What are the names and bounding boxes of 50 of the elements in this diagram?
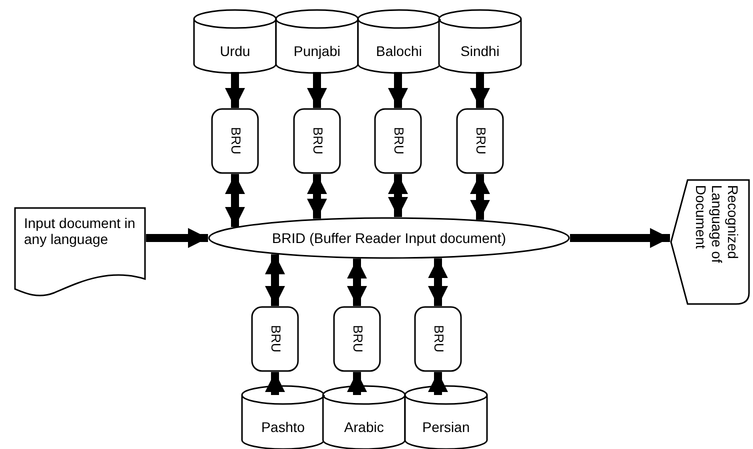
database-cylinder	[357, 10, 441, 73]
process-box	[333, 306, 381, 372]
node-label: Balochi	[376, 42, 422, 59]
arrow	[428, 258, 448, 306]
arrow	[347, 372, 367, 395]
node-label: Persian	[422, 418, 470, 435]
node-label: Arabic	[344, 418, 384, 435]
node-label: Urdu	[220, 42, 250, 59]
node-label: Recognized Language of Document	[692, 185, 742, 265]
arrow	[388, 174, 408, 218]
process-box	[293, 108, 341, 174]
arrow	[265, 372, 285, 395]
arrow	[428, 372, 448, 395]
database-cylinder	[438, 10, 522, 73]
arrow	[307, 174, 327, 219]
node-label: BRU	[430, 325, 446, 353]
node-label: BRU	[310, 127, 324, 155]
database-cylinder	[275, 10, 359, 73]
arrow	[265, 254, 285, 306]
node-label: BRU	[228, 127, 242, 155]
arrow	[470, 72, 490, 108]
database-cylinder	[404, 386, 488, 449]
process-box	[251, 306, 299, 372]
node-label: BRU	[350, 325, 364, 353]
node-label: BRU	[390, 127, 406, 155]
database-cylinder	[322, 386, 406, 449]
node-label: BRID (Buffer Reader Input document)	[272, 230, 506, 246]
node-label: BRU	[472, 127, 488, 155]
arrow	[470, 174, 490, 220]
arrow	[307, 72, 327, 108]
process-box	[374, 108, 422, 174]
node-label: BRU	[268, 325, 282, 353]
arrow	[225, 174, 245, 227]
process-box	[414, 306, 462, 372]
node-label: Input document in any language	[24, 215, 136, 248]
node-label: Sindhi	[460, 42, 500, 59]
arrow	[388, 72, 408, 108]
database-cylinder	[193, 10, 277, 73]
document-shape	[14, 207, 146, 297]
process-box	[211, 108, 259, 174]
process-ellipse	[208, 217, 570, 259]
arrow	[146, 228, 208, 248]
node-label: Pashto	[261, 418, 305, 435]
database-cylinder	[241, 386, 325, 449]
display-shape	[670, 179, 750, 305]
arrow	[225, 72, 245, 108]
process-box	[456, 108, 504, 174]
arrow	[347, 258, 367, 306]
node-label: Punjabi	[294, 42, 340, 59]
arrow	[570, 228, 670, 248]
